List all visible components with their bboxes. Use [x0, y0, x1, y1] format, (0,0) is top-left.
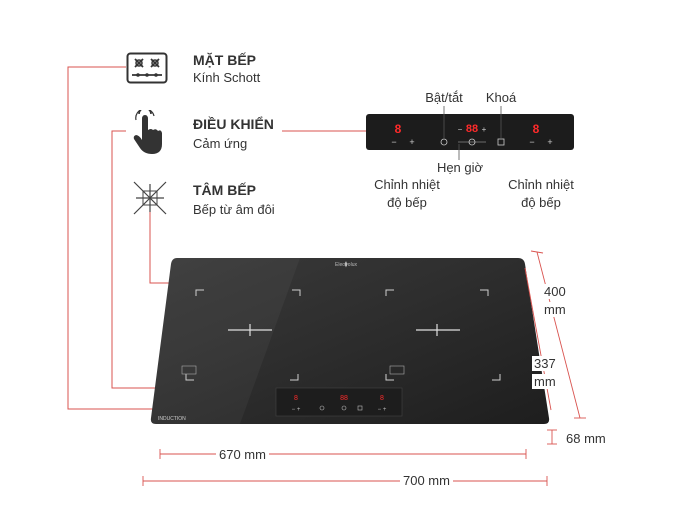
svg-text:8: 8: [380, 395, 384, 402]
svg-text:8: 8: [294, 395, 298, 402]
left-zone-digit: 8: [395, 122, 402, 136]
heat-right-label-2: độ bếp: [521, 195, 561, 210]
dim-depth-inner-value: 337: [532, 356, 558, 371]
left-plus: +: [409, 137, 414, 147]
dim-depth-inner-unit: mm: [532, 374, 558, 389]
timer-icon: [468, 138, 476, 146]
lock-label: Khoá: [485, 90, 517, 105]
dim-depth-outer-unit: mm: [542, 302, 568, 317]
svg-text:− +: − +: [292, 407, 301, 413]
brand-logo: Electrolux: [335, 262, 357, 268]
heat-left-label-2: độ bếp: [387, 195, 427, 210]
lock-icon: [497, 138, 505, 146]
feature-subtitle-mat-bep: Kính Schott: [193, 70, 261, 85]
dim-width-outer: 700 mm: [400, 473, 453, 488]
right-plus: +: [547, 137, 552, 147]
feature-subtitle-dieu-khien: Cảm ứng: [193, 136, 248, 151]
dim-depth-outer-value: 400: [542, 284, 568, 299]
left-minus: −: [391, 137, 396, 147]
power-icon: [440, 138, 448, 146]
dim-width-inner: 670 mm: [216, 447, 269, 462]
dim-height: 68 mm: [566, 431, 606, 446]
svg-text:88: 88: [340, 395, 348, 402]
timer-plus: +: [482, 125, 487, 134]
feature-title-mat-bep: MẶT BẾP: [193, 52, 256, 68]
right-zone-digit: 8: [533, 122, 540, 136]
heat-left-label-1: Chỉnh nhiệt: [374, 177, 440, 192]
timer-label: Hẹn giờ: [436, 160, 484, 175]
svg-text:− +: − +: [378, 407, 387, 413]
power-label: Bật/tắt: [425, 90, 463, 105]
right-minus: −: [529, 137, 534, 147]
model-tag: INDUCTION: [158, 416, 186, 422]
control-panel-graphics: 8 − + − 88 + 8 − +: [391, 122, 552, 147]
logo-mark: ⧫: [345, 261, 348, 268]
feature-subtitle-tam-bep: Bếp từ âm đôi: [193, 202, 275, 217]
feature-title-tam-bep: TÂM BẾP: [193, 182, 256, 198]
timer-minus: −: [458, 125, 463, 134]
induction-star-icon: [133, 181, 167, 215]
timer-digits: 88: [466, 123, 478, 135]
feature-title-dieu-khien: ĐIỀU KHIỂN: [193, 116, 274, 132]
cooktop-burners-icon: [126, 52, 168, 84]
heat-right-label-1: Chỉnh nhiệt: [508, 177, 574, 192]
touch-hand-icon: [133, 110, 162, 154]
